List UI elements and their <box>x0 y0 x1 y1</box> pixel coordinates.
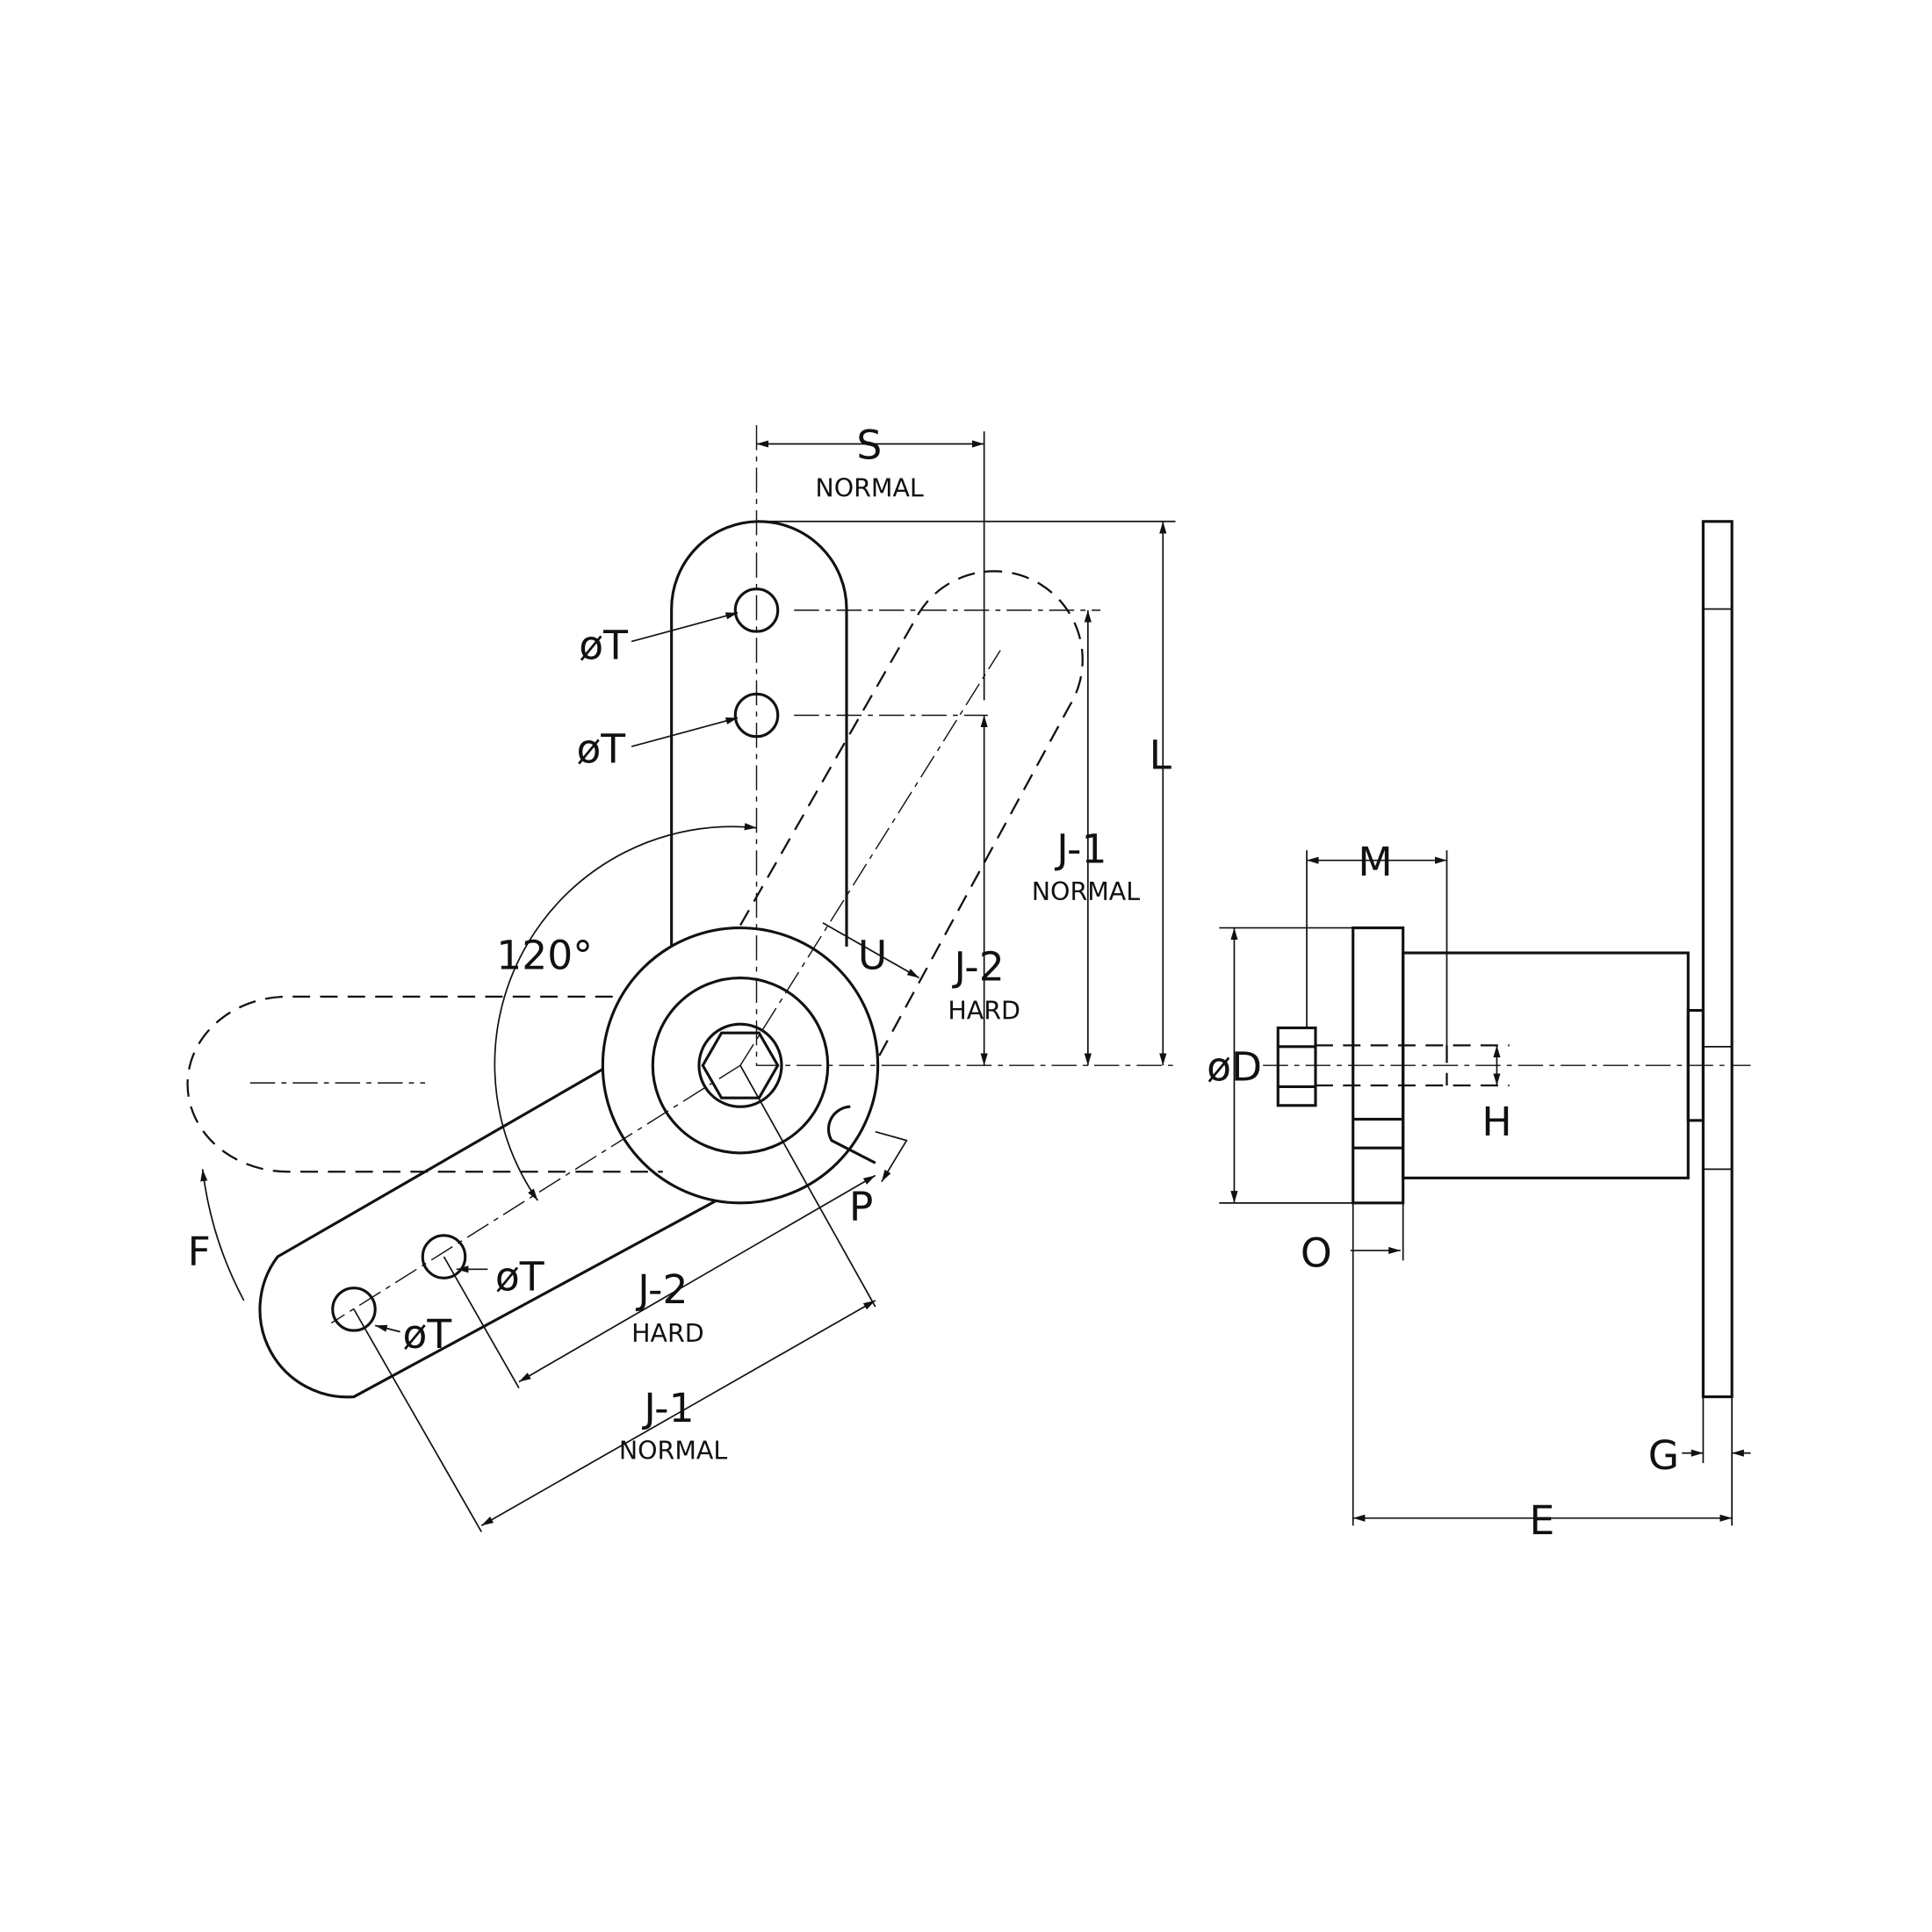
dim-j1-vertical-sub: NORMAL <box>1032 877 1141 906</box>
dim-o: O <box>1301 1229 1332 1276</box>
hole <box>331 1287 377 1332</box>
stop-pin <box>826 1105 876 1164</box>
dim-j1-diagonal: J-1 <box>641 1385 694 1431</box>
dim-u: U <box>858 933 887 979</box>
dim-s-sub: NORMAL <box>815 473 924 502</box>
front-view <box>186 425 1176 1399</box>
hole <box>421 1234 467 1280</box>
dim-t: øT <box>576 726 625 773</box>
dim-l: L <box>1150 732 1172 779</box>
vertical-arm <box>670 520 848 947</box>
side-view <box>1263 520 1751 1399</box>
dim-j1-vertical: J-1 <box>1054 826 1107 873</box>
dim-e: E <box>1529 1497 1554 1544</box>
dimension-lines <box>353 431 1751 1532</box>
bolt-hidden <box>1315 1044 1510 1087</box>
dim-j2-diagonal: J-2 <box>635 1266 688 1313</box>
dim-p: P <box>849 1184 873 1230</box>
dim-d: øD <box>1207 1043 1262 1090</box>
dim-g: G <box>1648 1432 1679 1479</box>
dashed-arm-right <box>739 570 1084 1063</box>
dim-t: øT <box>579 622 628 668</box>
dim-s: S <box>856 422 882 469</box>
dim-j2-vertical-sub: HARD <box>948 997 1020 1026</box>
rotation-arrow <box>200 1169 245 1301</box>
dim-t: øT <box>495 1254 544 1301</box>
flange <box>1352 926 1405 1205</box>
dim-t: øT <box>403 1311 452 1358</box>
angle-arc <box>494 823 757 1201</box>
dim-j2-vertical: J-2 <box>951 943 1004 990</box>
angle-label: 120° <box>496 933 593 979</box>
dim-h: H <box>1481 1099 1511 1145</box>
labels: S NORMAL øT øT øT øT L J-1 NORMAL J-2 HA… <box>188 422 1679 1545</box>
bolt-head <box>1276 1026 1317 1107</box>
dashed-arm-left <box>186 995 663 1173</box>
dim-j2-diagonal-sub: HARD <box>631 1319 704 1348</box>
rotated-arm <box>258 1068 717 1399</box>
mounting-plate <box>1701 520 1734 1399</box>
rotation-label: F <box>188 1229 211 1275</box>
dim-j1-diagonal-sub: NORMAL <box>619 1437 728 1466</box>
dim-m: M <box>1358 839 1392 885</box>
